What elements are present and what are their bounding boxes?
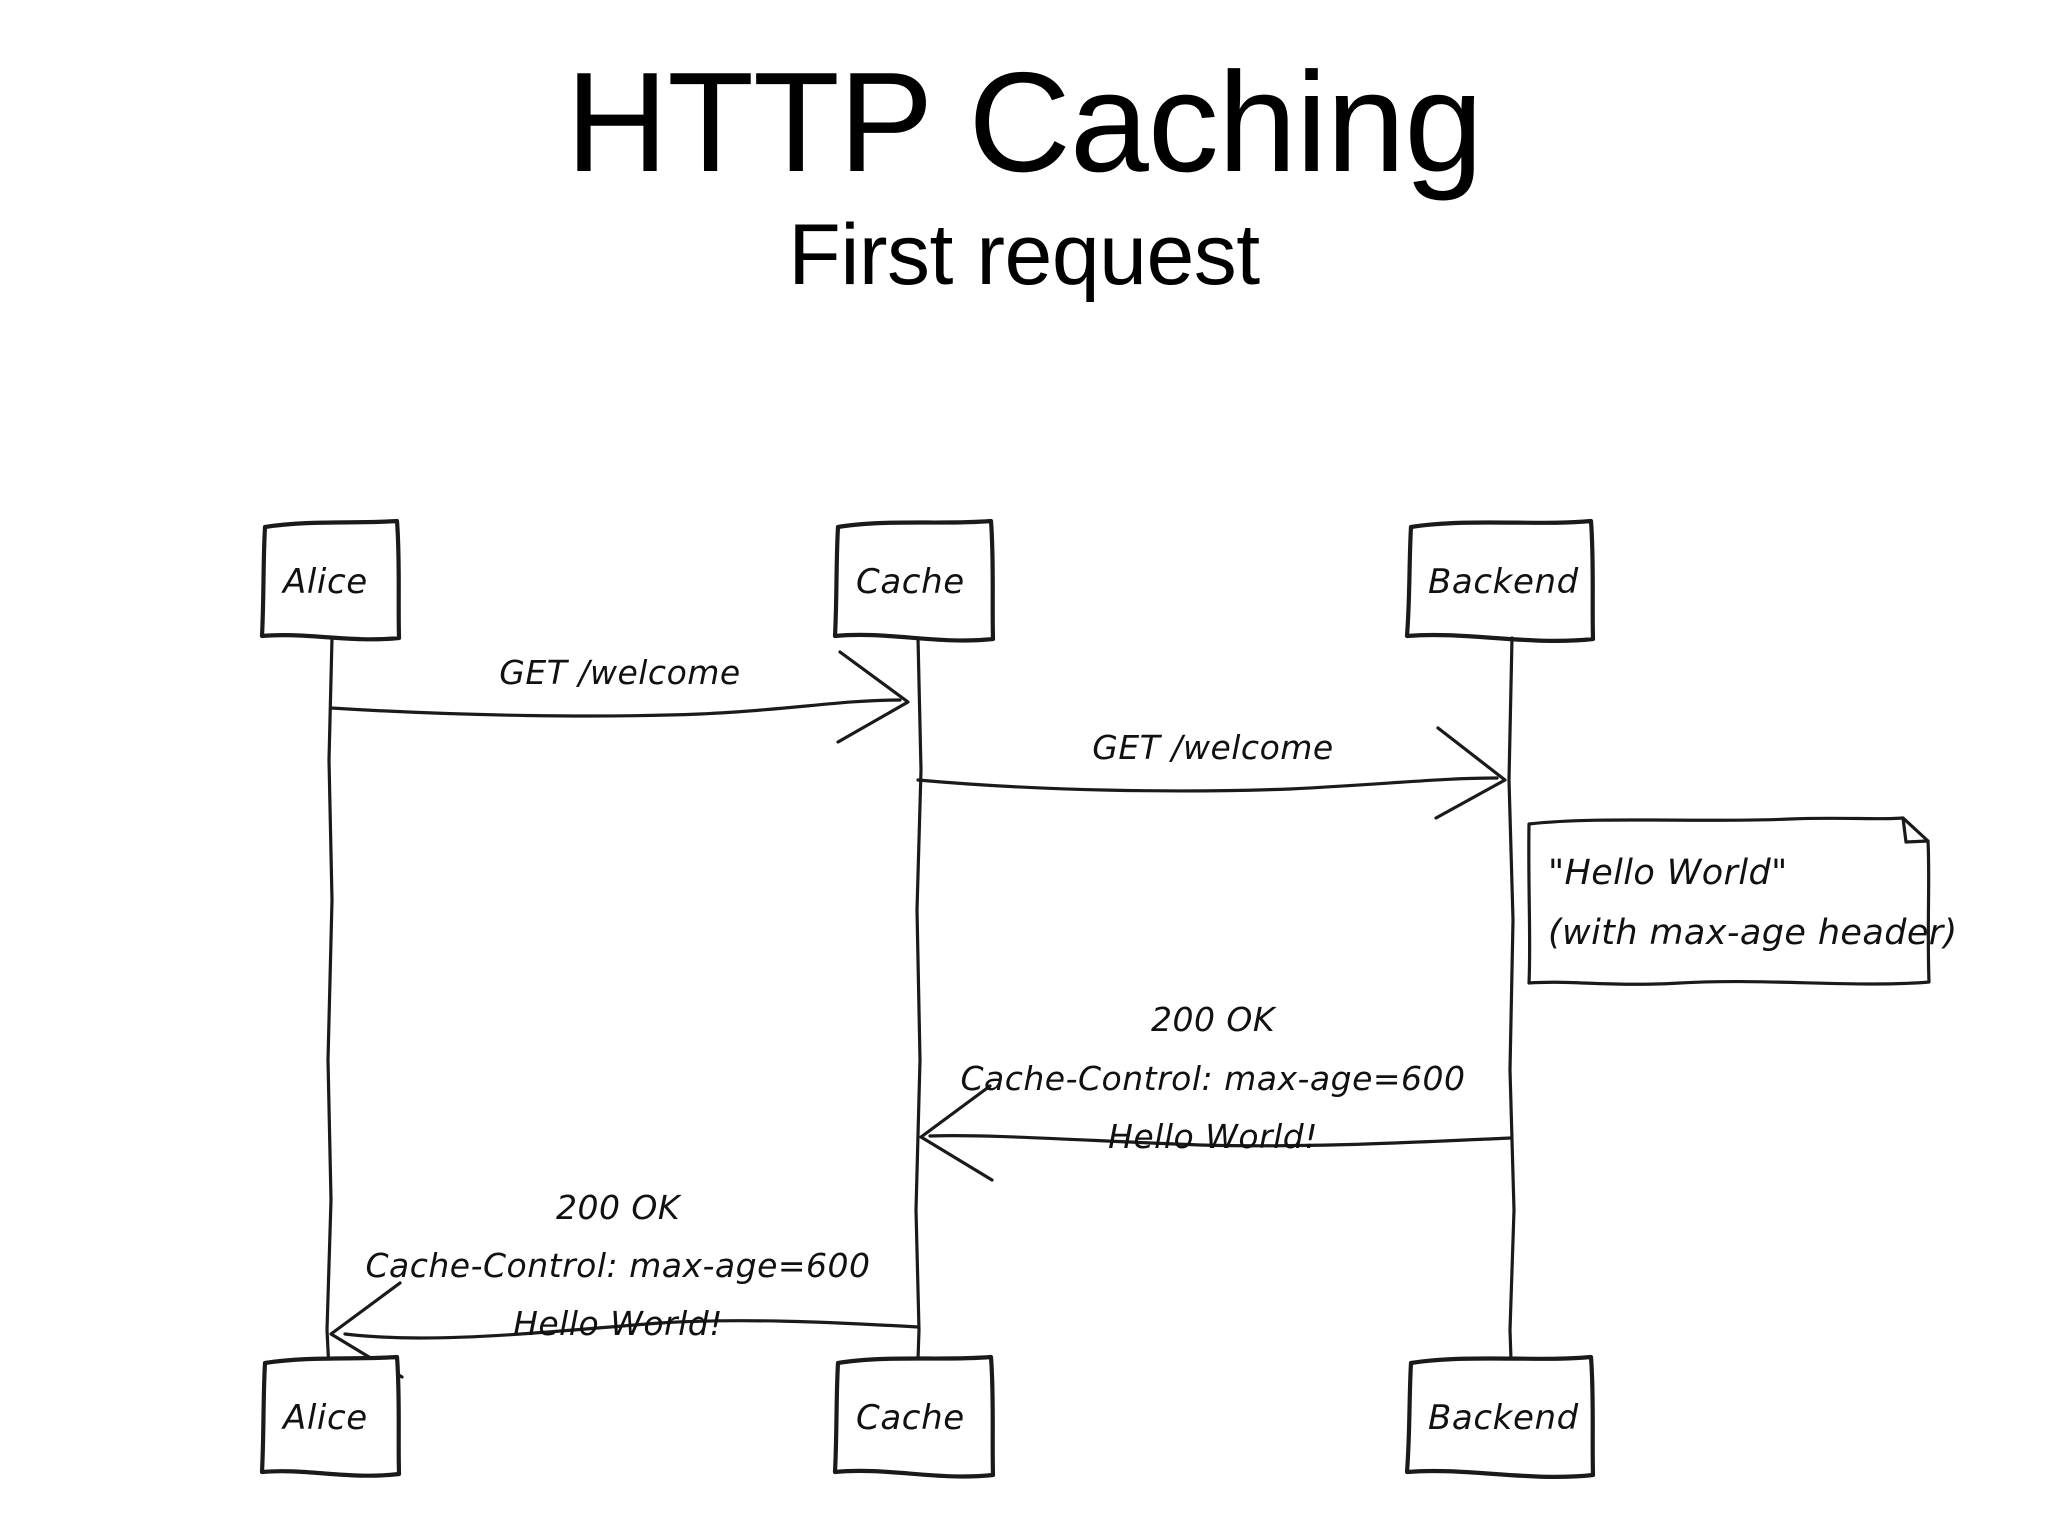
lifeline-alice (325, 636, 334, 1392)
note-folded-corner-icon (1901, 816, 1930, 844)
message-line (343, 1319, 920, 1340)
participant-label-alice-top: Alice (281, 562, 368, 602)
participant-box-backend-bottom[interactable]: Backend (1404, 1354, 1596, 1479)
message-label-line-1: 200 OK (556, 1188, 682, 1227)
page-title: HTTP Caching (565, 43, 1484, 202)
message-cache-to-alice-200[interactable]: 200 OK Cache-Control: max-age=600 Hello … (329, 1188, 920, 1379)
message-label-line: GET /welcome (1092, 728, 1333, 767)
arrowhead-left-icon (919, 1084, 994, 1182)
participant-box-outline (832, 1354, 996, 1479)
message-label-line-3: Hello World! (1108, 1117, 1318, 1156)
participant-label-backend-top: Backend (1428, 562, 1579, 602)
message-line (329, 698, 902, 718)
participant-box-cache-top[interactable]: Cache (832, 518, 996, 643)
participant-box-alice-top[interactable]: Alice (259, 518, 402, 642)
arrowhead-right-icon (836, 650, 910, 744)
note-line-1: "Hello World" (1548, 853, 1788, 893)
note-backend-response[interactable]: "Hello World" (with max-age header) (1527, 816, 1958, 986)
lifeline-cache (914, 636, 923, 1392)
message-backend-to-cache-200[interactable]: 200 OK Cache-Control: max-age=600 Hello … (919, 1000, 1513, 1182)
message-label-line-3: Hello World! (513, 1304, 723, 1343)
lifeline-backend (1507, 636, 1516, 1392)
participant-box-outline (1404, 518, 1596, 643)
participant-box-alice-bottom[interactable]: Alice (259, 1354, 402, 1478)
participant-label-backend-bottom: Backend (1428, 1398, 1579, 1438)
lifelines (325, 636, 1516, 1392)
message-line (916, 776, 1499, 793)
participant-box-outline (259, 1354, 402, 1478)
participant-box-outline (259, 518, 402, 642)
message-cache-to-backend-get[interactable]: GET /welcome (916, 726, 1507, 820)
participant-label-cache-bottom: Cache (856, 1398, 965, 1438)
message-label-line: GET /welcome (499, 653, 740, 692)
message-label-line-1: 200 OK (1151, 1000, 1277, 1039)
participant-label-cache-top: Cache (856, 562, 965, 602)
participant-box-outline (832, 518, 996, 643)
participant-box-cache-bottom[interactable]: Cache (832, 1354, 996, 1479)
arrowhead-right-icon (1434, 726, 1507, 820)
title-block: HTTP Caching First request (0, 43, 2048, 303)
message-alice-to-cache-get[interactable]: GET /welcome (329, 650, 910, 744)
message-label-line-2: Cache-Control: max-age=600 (365, 1246, 870, 1285)
message-line (928, 1134, 1513, 1148)
note-line-2: (with max-age header) (1548, 913, 1958, 953)
message-label-line-2: Cache-Control: max-age=600 (960, 1059, 1465, 1098)
participant-box-backend-top[interactable]: Backend (1404, 518, 1596, 643)
note-outline (1527, 816, 1931, 986)
participant-box-outline (1404, 1354, 1596, 1479)
page-subtitle: First request (788, 207, 1260, 303)
participant-label-alice-bottom: Alice (281, 1398, 368, 1438)
